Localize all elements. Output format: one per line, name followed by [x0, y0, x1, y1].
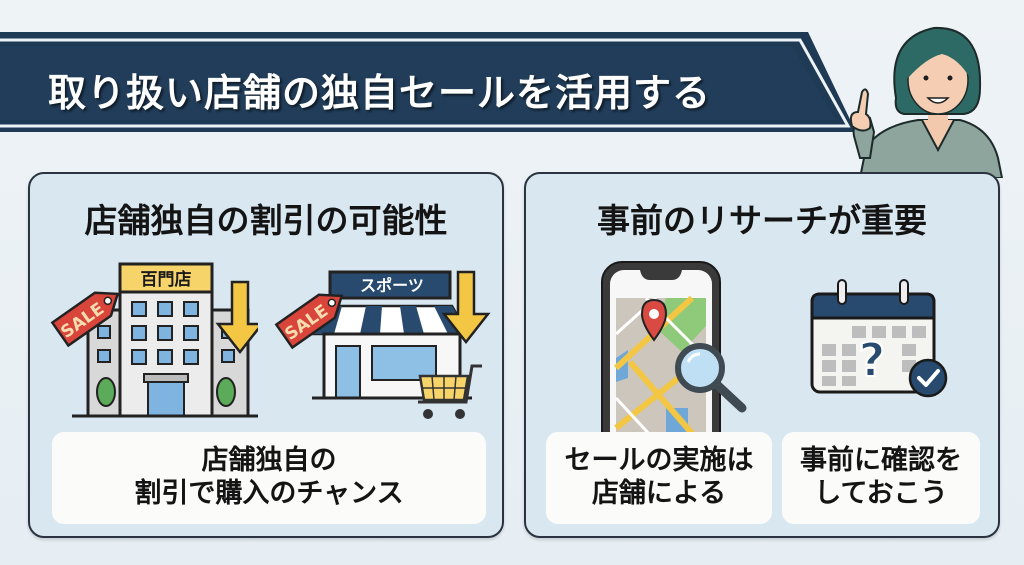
discount-caption: 店舗独自の 割引で購入のチャンス: [52, 432, 486, 524]
panel-title: 事前のリサーチが重要: [597, 201, 927, 240]
magnifier-icon: [675, 343, 747, 413]
sale-tag-icon: SALE: [268, 276, 358, 360]
calendar-question-icon: ?: [800, 274, 950, 408]
check-badge-icon: [908, 358, 948, 398]
shopping-cart-icon: [418, 364, 482, 419]
panel-title: 店舗独自の割引の可能性: [84, 201, 448, 240]
research-panel: 事前のリサーチが重要: [524, 172, 1000, 538]
store-sign: スポーツ: [360, 276, 424, 295]
department-store-icon: 百門店: [48, 260, 265, 424]
check-ahead-caption: 事前に確認を しておこう: [782, 432, 980, 524]
banner-shape: [0, 32, 856, 132]
sale-varies-caption: セールの実施は 店舗による: [546, 432, 772, 524]
sports-shop-icon: スポーツ: [292, 266, 492, 430]
woman-pointing-icon: [830, 8, 1010, 179]
question-mark-icon: ?: [859, 333, 886, 387]
store-sign: 百門店: [141, 269, 192, 290]
sale-tag-icon: SALE: [44, 274, 134, 358]
header-banner: 取り扱い店舗の独自セールを活用する: [0, 22, 860, 142]
smartphone-map-icon: [596, 258, 756, 463]
page-title: 取り扱い店舗の独自セールを活用する: [48, 71, 712, 115]
discount-panel: 店舗独自の割引の可能性 百門店: [28, 172, 504, 538]
